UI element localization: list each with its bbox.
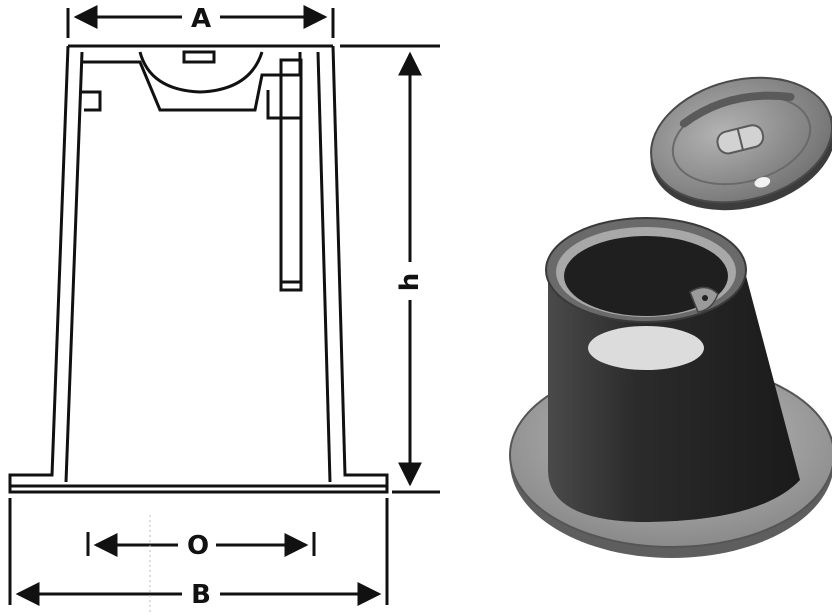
dimension-h: [340, 44, 440, 494]
lid-render: [650, 76, 832, 211]
lid-handle-slot: [182, 50, 216, 64]
dimension-b: [8, 498, 389, 606]
dimension-label-a: A: [191, 4, 211, 34]
dimension-a: [66, 4, 335, 38]
product-photo: [509, 76, 832, 558]
inner-wall-left: [64, 51, 84, 483]
dimension-label-b: B: [191, 580, 211, 610]
lid-dome: [138, 51, 264, 94]
dimension-label-h: h: [395, 273, 425, 292]
inner-wall-right: [316, 51, 332, 483]
hinge-rod: [279, 58, 303, 292]
left-ledge: [82, 90, 102, 112]
inner-opening: [564, 236, 728, 316]
outer-wall-outline: [8, 45, 389, 494]
hinge-block: [266, 90, 300, 120]
bottom-opening: [588, 326, 704, 370]
dimension-o: [86, 532, 316, 557]
cross-section-drawing: [8, 44, 389, 494]
dimension-label-o: O: [187, 531, 209, 561]
